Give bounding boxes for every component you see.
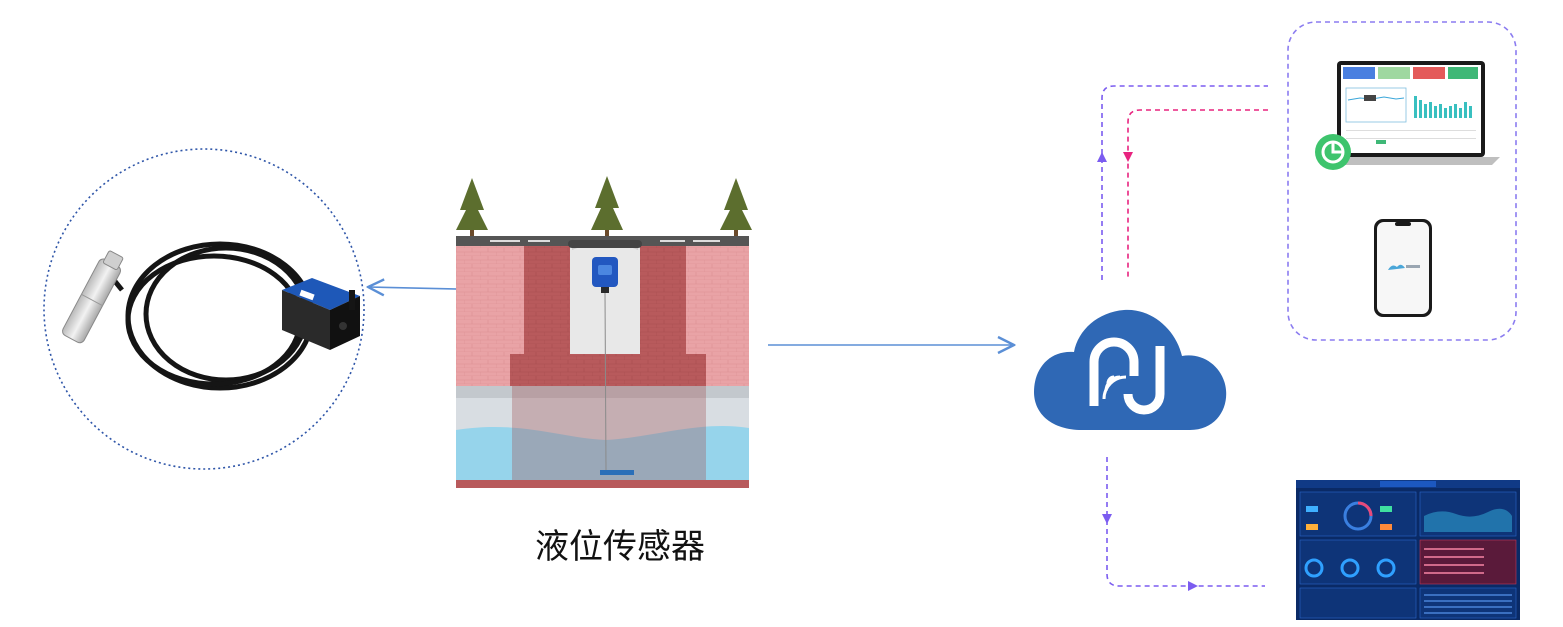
cloud-platform-icon xyxy=(1034,309,1227,430)
phone-icon xyxy=(1374,219,1432,317)
sensor-probe-icon xyxy=(62,250,124,344)
sensor-cable xyxy=(97,241,315,391)
screen-arrow-path xyxy=(1102,457,1265,591)
sensor-dotted-circle xyxy=(43,148,365,470)
manhole-device-icon xyxy=(592,257,618,293)
laptop-icon xyxy=(1322,61,1500,165)
chart-badge-icon xyxy=(1315,134,1351,170)
upload-arrow-path xyxy=(1097,85,1268,280)
big-screen-dashboard-icon xyxy=(1296,480,1520,620)
tree-icon xyxy=(456,176,752,236)
sensor-device-icon xyxy=(282,278,360,350)
download-arrow-path xyxy=(1123,109,1268,280)
sensor-caption: 液位传感器 xyxy=(535,527,705,567)
client-devices-box xyxy=(1287,21,1517,341)
manhole-illustration xyxy=(456,176,752,488)
sensor-group xyxy=(43,148,365,470)
